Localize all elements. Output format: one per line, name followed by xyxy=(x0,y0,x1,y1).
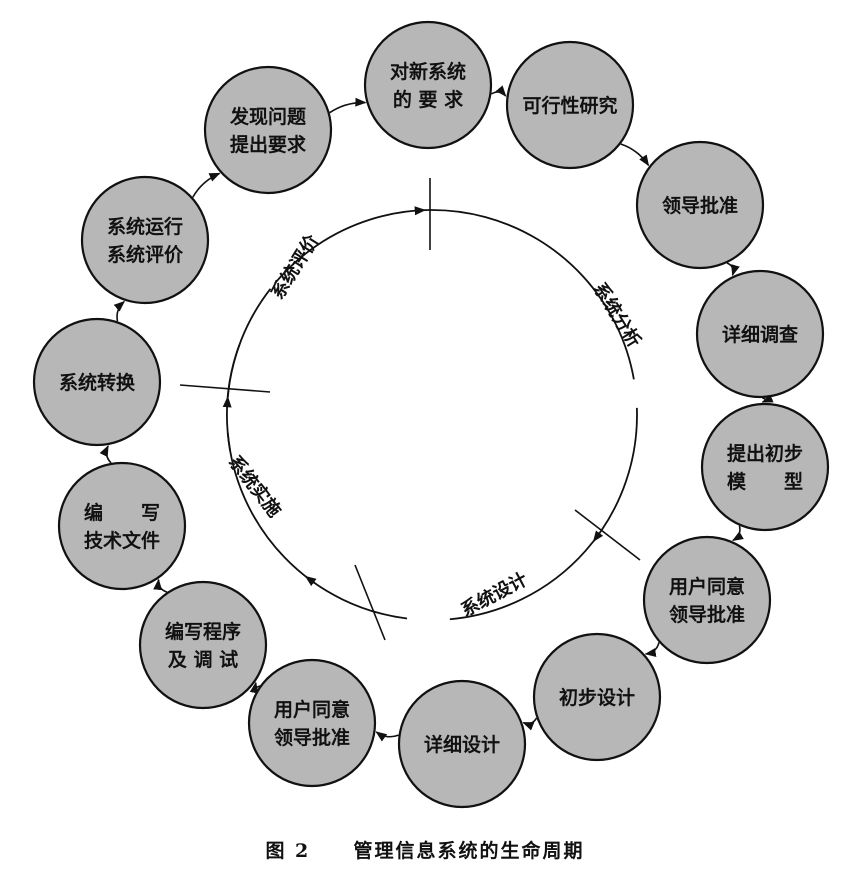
figure-title: 管理信息系统的生命周期 xyxy=(353,840,585,862)
phase-label: 系统设计 xyxy=(457,568,531,621)
stage-circle xyxy=(397,679,527,809)
cycle-arrow xyxy=(153,578,168,593)
cycle-arrow xyxy=(732,525,744,542)
phase-boundary-tick xyxy=(179,384,271,393)
figure-caption: 图 2 管理信息系统的生命周期 xyxy=(0,836,850,863)
stage-circle xyxy=(700,402,830,532)
stage-label: 用户同意 xyxy=(274,698,350,721)
stage-circle xyxy=(695,269,825,399)
cycle-arrow xyxy=(644,642,660,657)
stage-label: 系统转换 xyxy=(59,371,136,394)
stage-label: 发现问题 xyxy=(229,105,306,128)
stage-circle xyxy=(32,317,162,447)
phase-boundary-tick xyxy=(574,509,641,561)
stage-label: 用户同意 xyxy=(669,575,745,598)
phase-arrow xyxy=(304,575,317,587)
phase-label: 系统分析 xyxy=(589,278,646,351)
figure-number: 图 2 xyxy=(265,840,311,862)
outer-cycle-arrows xyxy=(99,85,774,742)
stage-circle xyxy=(57,461,187,591)
cycle-arrow xyxy=(192,172,221,198)
cycle-arrow xyxy=(490,85,507,97)
stage-nodes: 对新系统的 要 求可行性研究领导批准详细调查提出初步模 型用户同意领导批准初步设… xyxy=(32,20,830,809)
cycle-arrow xyxy=(522,717,538,731)
cycle-arrow xyxy=(620,143,650,167)
stage-circle xyxy=(203,65,333,195)
cycle-arrow xyxy=(726,262,740,277)
stage-label: 编 写 xyxy=(84,501,160,524)
stage-label: 及 调 试 xyxy=(168,649,238,671)
phase-label: 系统评价 xyxy=(267,230,324,304)
stage-node: 系统转换 xyxy=(32,317,162,447)
cycle-arrow xyxy=(113,300,126,322)
cycle-arrow xyxy=(99,445,112,464)
stage-label: 系统运行 xyxy=(107,215,183,238)
phase-arrow xyxy=(592,530,604,543)
stage-label: 领导批准 xyxy=(662,194,738,217)
stage-node: 领导批准 xyxy=(635,140,765,270)
stage-label: 编写程序 xyxy=(165,620,241,643)
stage-label: 可行性研究 xyxy=(522,94,617,117)
cycle-arrow xyxy=(329,97,367,114)
phase-arrow xyxy=(414,206,426,216)
stage-circle xyxy=(642,535,772,665)
stage-label: 详细设计 xyxy=(424,733,500,756)
inner-phase-ring xyxy=(179,178,641,641)
stage-circle xyxy=(505,40,635,170)
stage-label: 提出要求 xyxy=(230,133,307,156)
stage-label: 领导批准 xyxy=(274,726,350,749)
stage-circle xyxy=(247,658,377,788)
stage-node: 详细调查 xyxy=(695,269,825,399)
stage-node: 可行性研究 xyxy=(505,40,635,170)
stage-label: 领导批准 xyxy=(669,603,745,626)
stage-label: 技术文件 xyxy=(84,529,160,552)
stage-label: 对新系统 xyxy=(390,60,466,83)
phase-arc xyxy=(226,344,241,451)
cycle-arrow xyxy=(761,394,774,403)
phase-arc xyxy=(449,407,638,621)
stage-circle xyxy=(635,140,765,270)
phase-arc xyxy=(274,209,635,380)
stage-node: 详细设计 xyxy=(397,679,527,809)
cycle-arrow xyxy=(375,731,399,742)
stage-label: 的 要 求 xyxy=(393,88,464,111)
stage-circle xyxy=(138,580,268,710)
stage-label: 模 型 xyxy=(727,470,803,493)
stage-label: 提出初步 xyxy=(727,442,803,465)
stage-node: 初步设计 xyxy=(532,632,662,762)
stage-label: 系统评价 xyxy=(107,243,184,266)
stage-label: 初步设计 xyxy=(559,686,635,709)
stage-circle xyxy=(363,20,493,150)
phase-label: 系统实施 xyxy=(224,451,286,521)
phase-boundary-tick xyxy=(354,564,386,641)
phase-arc xyxy=(226,288,272,398)
stage-label: 详细调查 xyxy=(722,323,799,346)
cycle-arrow xyxy=(249,681,261,694)
stage-circle xyxy=(532,632,662,762)
phase-arc xyxy=(226,432,408,620)
stage-circle xyxy=(80,175,210,305)
